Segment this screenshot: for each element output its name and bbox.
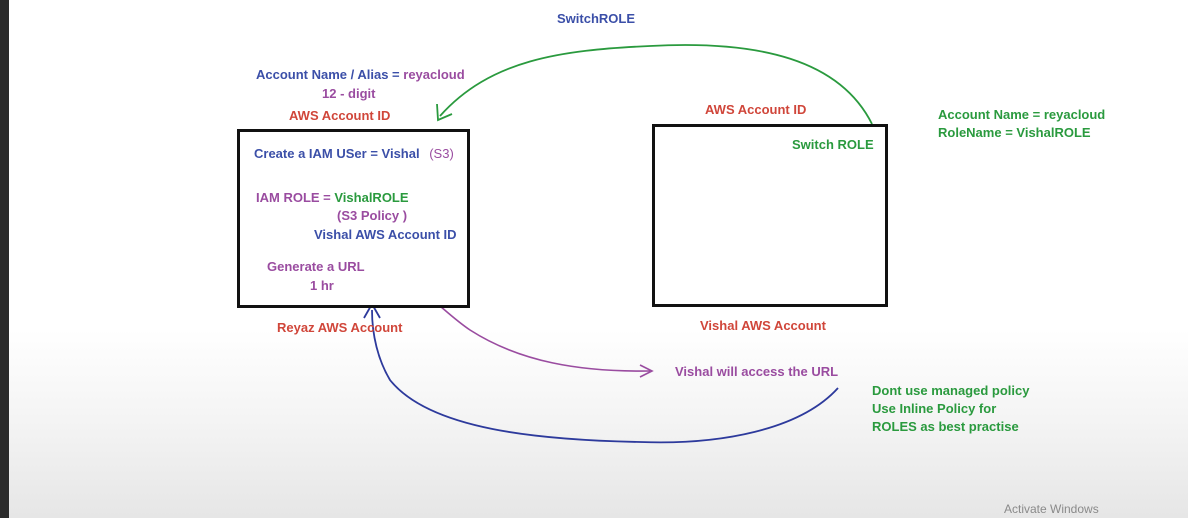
account-name-note: Account Name = reyacloud	[938, 107, 1106, 122]
url-access-arrowhead	[639, 364, 654, 378]
iam-user-label: Create a IAM USer = Vishal	[254, 146, 420, 161]
iam-user-s3: (S3)	[429, 146, 454, 161]
policy-note-line2: Use Inline Policy for	[872, 401, 997, 416]
iam-user-line: Create a IAM USer = Vishal (S3)	[254, 146, 454, 162]
switch-role-title: SwitchROLE	[557, 11, 636, 26]
iam-role-line: IAM ROLE = VishalROLE	[256, 190, 409, 206]
account-alias-label: Account Name / Alias =	[256, 67, 404, 82]
role-name-note: RoleName = VishalROLE	[938, 125, 1091, 140]
url-duration-label: 1 hr	[310, 278, 334, 293]
account-alias-line: Account Name / Alias = reyacloud	[256, 67, 465, 83]
access-url-note: Vishal will access the URL	[675, 364, 839, 379]
policy-note-line1: Dont use managed policy	[872, 383, 1030, 398]
generate-url-label: Generate a URL	[267, 259, 365, 274]
policy-note-line3: ROLES as best practise	[872, 419, 1019, 434]
left-account-id-label: AWS Account ID	[289, 108, 391, 123]
activate-windows-watermark: Activate Windows	[1004, 502, 1099, 516]
iam-role-label: IAM ROLE =	[256, 190, 335, 205]
screen-edge-bar	[0, 0, 9, 518]
twelve-digit-label: 12 - digit	[322, 86, 376, 101]
iam-role-value: VishalROLE	[334, 190, 409, 205]
switch-role-label: Switch ROLE	[792, 137, 874, 152]
s3-policy-label: (S3 Policy )	[337, 208, 408, 223]
vishal-account-caption: Vishal AWS Account	[700, 318, 826, 333]
vishal-account-id-label: Vishal AWS Account ID	[314, 227, 457, 242]
account-alias-value: reyacloud	[403, 67, 465, 82]
return-arrow	[371, 309, 839, 444]
switch-role-arrowhead	[436, 103, 453, 122]
switch-role-arrow	[439, 44, 873, 125]
reyaz-account-caption: Reyaz AWS Account	[277, 320, 403, 335]
reyaz-account-box	[237, 129, 470, 308]
right-account-id-label: AWS Account ID	[705, 102, 807, 117]
vishal-account-box	[652, 124, 888, 307]
